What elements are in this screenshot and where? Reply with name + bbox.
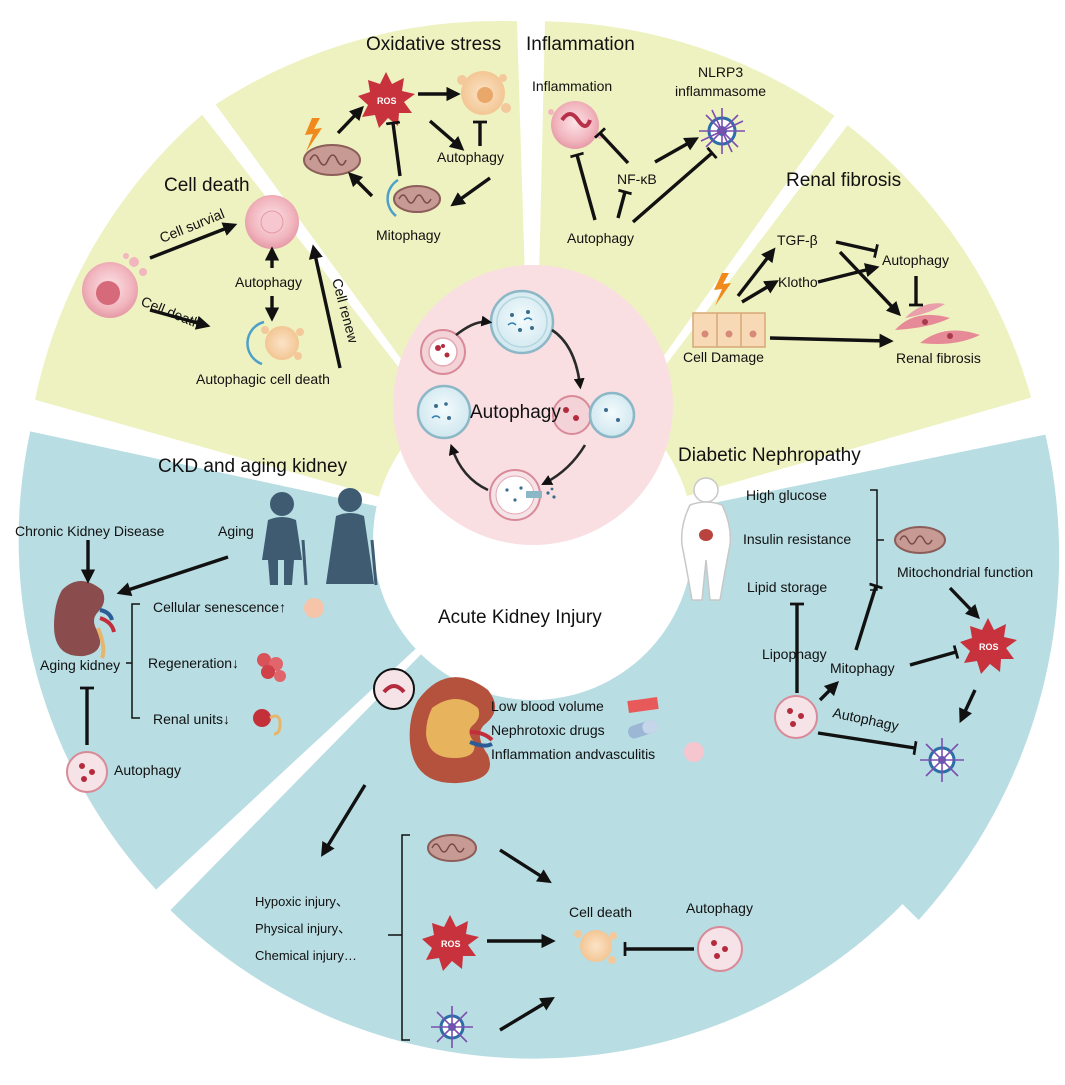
klotho-label: Klotho — [778, 274, 818, 290]
oxidative-stress-panel: Oxidative stress ROS Mitophagy Autophagy — [303, 34, 511, 243]
kidney-icon — [54, 581, 116, 659]
human-body-icon — [680, 477, 732, 601]
aki-cell-death-label: Cell death — [569, 904, 632, 920]
aging-label: Aging — [218, 523, 254, 539]
inflammation-cell-label: Inflammation — [532, 78, 612, 94]
dn-mitochondria-icon — [894, 526, 946, 554]
insulin-label: Insulin resistance — [743, 531, 851, 547]
vessel-icon — [627, 696, 659, 714]
aki-ros-label: ROS — [441, 939, 461, 949]
phagophore-icon — [386, 178, 399, 217]
inflammasome-icon — [699, 108, 745, 154]
dn-title: Diabetic Nephropathy — [678, 445, 861, 466]
physical-label: Physical injury、 — [255, 921, 351, 936]
fibroblast-icon — [895, 303, 980, 344]
aki-inflammasome-icon — [431, 1006, 473, 1048]
cell-damage-label: Cell Damage — [683, 349, 764, 365]
nephron-icon — [253, 709, 282, 736]
renal-fibrosis-title: Renal fibrosis — [786, 170, 901, 191]
mitochondria-icon — [303, 144, 361, 176]
senescence-label: Cellular senescence↑ — [153, 599, 286, 615]
aki-ros-star — [422, 915, 479, 971]
high-glucose-label: High glucose — [746, 487, 827, 503]
ckd-autophagy: Autophagy — [114, 762, 181, 778]
aki-kidney-icon — [373, 668, 496, 784]
dn-panel: Diabetic Nephropathy High glucose Insuli… — [678, 445, 1033, 782]
ckd-title: CKD and aging kidney — [158, 456, 348, 477]
mitochondria-icon-2 — [393, 185, 441, 213]
ros-star — [358, 72, 415, 128]
inflammation-title: Inflammation — [526, 34, 635, 55]
renal-fibrosis-label: Renal fibrosis — [896, 350, 981, 366]
nephrotoxic-label: Nephrotoxic drugs — [491, 722, 605, 738]
inflammatory-cell-icon — [551, 101, 599, 149]
lightning-icon-2 — [714, 273, 731, 306]
dn-ros-star — [960, 618, 1017, 674]
renal-fibrosis-panel: Renal fibrosis TGF-β Klotho Autophagy Ce… — [683, 170, 981, 366]
ckd-autophagy-vesicle-icon — [66, 751, 108, 793]
autophagic-cell-icon — [265, 326, 299, 360]
senescent-cell-icon — [304, 598, 324, 618]
aki-panel: Acute Kidney Injury Low blood volume Nep… — [255, 607, 753, 1048]
aging-kidney-label: Aging kidney — [40, 657, 120, 673]
lipophagy-label: Lipophagy — [762, 646, 827, 662]
regeneration-cells-icon — [257, 653, 286, 682]
elderly-people-icon — [262, 488, 378, 586]
dn-mitophagy-label: Mitophagy — [830, 660, 895, 676]
oxidative-title: Oxidative stress — [366, 34, 501, 55]
autophagic-cell-death-label: Autophagic cell death — [196, 371, 330, 387]
aki-autophagy-vesicle-icon — [697, 926, 743, 972]
low-blood-label: Low blood volume — [491, 698, 604, 714]
ckd-panel: CKD and aging kidney Chronic Kidney Dise… — [15, 456, 378, 793]
inflammation-autophagy: Autophagy — [567, 230, 634, 246]
pill-icon — [628, 719, 658, 739]
ros-label: ROS — [377, 96, 397, 106]
nfkb-label: NF-κB — [617, 171, 657, 187]
chemical-label: Chemical injury… — [255, 948, 357, 963]
center-circle — [393, 265, 673, 545]
oxidative-autophagy: Autophagy — [437, 149, 504, 165]
aki-dead-cell-icon — [574, 930, 617, 964]
autophagy-cycle: Autophagy — [416, 289, 636, 521]
hypoxic-label: Hypoxic injury、 — [255, 894, 349, 909]
tgfb-label: TGF-β — [777, 232, 818, 248]
aki-mitochondria-icon — [427, 834, 477, 862]
oxidative-mitophagy: Mitophagy — [376, 227, 441, 243]
aki-autophagy-label: Autophagy — [686, 900, 753, 916]
regeneration-label: Regeneration↓ — [148, 655, 239, 671]
lipid-label: Lipid storage — [747, 579, 827, 595]
renal-fibrosis-autophagy: Autophagy — [882, 252, 949, 268]
nlrp3-label-2: inflammasome — [675, 83, 766, 99]
cell-death-autophagy: Autophagy — [235, 274, 302, 290]
dn-autophagy-vesicle-icon — [774, 695, 818, 739]
cell-death-title: Cell death — [164, 175, 250, 196]
ckd-label: Chronic Kidney Disease — [15, 523, 165, 539]
center-title: Autophagy — [470, 402, 561, 423]
dn-inflammasome-icon — [920, 738, 964, 782]
epithelial-cells-icon — [692, 312, 766, 348]
vasculitis-icon — [684, 742, 704, 762]
inflammation-vasc-label: Inflammation andvasculitis — [491, 746, 655, 762]
aki-title: Acute Kidney Injury — [438, 607, 602, 628]
nlrp3-label-1: NLRP3 — [698, 64, 743, 80]
renal-units-label: Renal units↓ — [153, 711, 230, 727]
inflammation-panel: Inflammation Inflammation NLRP3 inflamma… — [526, 34, 766, 246]
dn-ros-label: ROS — [979, 642, 999, 652]
lightning-icon — [305, 118, 322, 152]
cell-death-panel: Cell death Autophagy Autophagic cell dea… — [82, 175, 362, 387]
mito-function-label: Mitochondrial function — [897, 564, 1033, 580]
